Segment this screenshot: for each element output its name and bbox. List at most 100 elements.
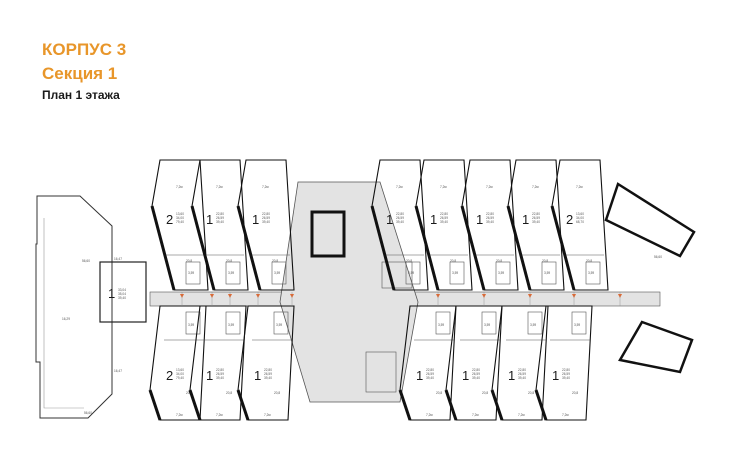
apartment-bottom-thick-wall: [490, 389, 504, 421]
bath-label-top: 3,59: [228, 271, 234, 275]
apartment-bottom-walls: [149, 305, 207, 421]
apartment-bottom-walls: [491, 305, 549, 421]
kitchen-label-top: 20,8: [406, 259, 412, 263]
apartment-top-thick-wall: [414, 205, 440, 291]
apartment-top-thick-wall: [190, 205, 216, 291]
floor-title: План 1 этажа: [42, 88, 120, 102]
kitchen-label-top: 20,8: [226, 259, 232, 263]
apartment-top-rooms: 2: [166, 212, 173, 227]
apartment-top-walls: [507, 159, 565, 291]
apartment-top-walls: [237, 159, 295, 291]
left-apartment-area-2: 35,04: [118, 292, 126, 296]
stair-core: [279, 181, 419, 403]
balcony-label-top: 7,2м: [486, 185, 493, 189]
apartment-top-rooms: 1: [386, 212, 393, 227]
apartment-bottom-area: 39,40: [518, 376, 526, 380]
apartment-top-bath: [271, 261, 287, 285]
balcony-label-top: 7,2м: [440, 185, 447, 189]
apartment-top-area: 39,40: [216, 220, 224, 224]
balcony-label-top: 7,2м: [576, 185, 583, 189]
apartment-bottom-thick-wall: [534, 389, 548, 421]
apartment-bottom-bath: [481, 311, 497, 335]
apartment-top-area: 22,80: [216, 212, 224, 216]
apartment-top-area: 39,40: [440, 220, 448, 224]
apartment-bottom-area: 22,80: [562, 368, 570, 372]
apartment-bottom-bath: [571, 311, 587, 335]
apartment-bottom-walls: [237, 305, 295, 421]
apartment-bottom-area: 26,59: [216, 372, 224, 376]
lounge-label-bottom: 16,47: [114, 369, 122, 373]
utility-room: [381, 261, 413, 289]
apartment-bottom-area: 22,80: [216, 368, 224, 372]
apartment-top-area: 26,59: [440, 216, 448, 220]
kitchen-label-top: 20,8: [542, 259, 548, 263]
apartment-top-area: 34,00: [576, 216, 584, 220]
apartment-top-bath: [405, 261, 421, 285]
apartment-top-thick-wall: [150, 205, 176, 291]
apartment-top-bath: [225, 261, 241, 285]
apartment-top-walls: [461, 159, 519, 291]
bath-label-bottom: 3,59: [188, 323, 194, 327]
apartment-bottom-thick-wall: [444, 389, 458, 421]
apartment-top-rooms: 1: [476, 212, 483, 227]
kitchen-label-top: 20,8: [272, 259, 278, 263]
bath-label-bottom: 3,59: [276, 323, 282, 327]
apartment-top-area: 68,70: [576, 220, 584, 224]
bath-label-top: 3,59: [452, 271, 458, 275]
balcony-label-bottom: 7,2м: [264, 413, 271, 417]
apartment-bottom-rooms: 1: [552, 368, 559, 383]
left-wing-outline: [35, 195, 113, 419]
right-end-wing: [604, 182, 696, 258]
balcony-label-bottom: 7,2м: [518, 413, 525, 417]
apartment-bottom-area: 39,40: [216, 376, 224, 380]
apartment-bottom-area: 22,80: [472, 368, 480, 372]
right-stair: [618, 320, 694, 374]
apartment-bottom-walls: [399, 305, 457, 421]
left-wing-inner: [43, 218, 84, 409]
apartment-bottom-area: 39,40: [264, 376, 272, 380]
apartment-bottom-rooms: 1: [508, 368, 515, 383]
apartment-top-thick-wall: [506, 205, 532, 291]
apartment-bottom-bath: [527, 311, 543, 335]
balcony-label-bottom: 7,2м: [426, 413, 433, 417]
bath-label-top: 3,59: [498, 271, 504, 275]
balcony-label-top: 7,2м: [262, 185, 269, 189]
left-apartment-area-3: 39,40: [118, 296, 126, 300]
apartment-top-thick-wall: [460, 205, 486, 291]
left-lounge-apartment: [99, 261, 147, 323]
balcony-label-top: 7,2м: [216, 185, 223, 189]
apartment-bottom-area: 26,59: [472, 372, 480, 376]
apartment-top-rooms: 1: [206, 212, 213, 227]
apartment-bottom-area: 39,40: [562, 376, 570, 380]
bath-label-bottom: 3,59: [574, 323, 580, 327]
lounge-label-top: 16,47: [114, 257, 122, 261]
apartment-top-area: 26,59: [532, 216, 540, 220]
apartment-top-area: 39,40: [262, 220, 270, 224]
apartment-top-rooms: 1: [522, 212, 529, 227]
apartment-top-area: 22,80: [486, 212, 494, 216]
apartment-top-bath: [585, 261, 601, 285]
balcony-label-top: 7,2м: [532, 185, 539, 189]
apartment-top-area: 26,59: [262, 216, 270, 220]
apartment-top-walls: [191, 159, 249, 291]
balcony-label-bottom: 7,2м: [472, 413, 479, 417]
kitchen-label-bottom: 20,8: [436, 391, 442, 395]
balcony-label-top: 7,2м: [176, 185, 183, 189]
apartment-bottom-rooms: 1: [416, 368, 423, 383]
lobby-room: [365, 351, 397, 393]
apartment-top-area: 26,59: [216, 216, 224, 220]
apartment-top-thick-wall: [370, 205, 396, 291]
left-apartment-number: 1: [108, 286, 115, 301]
apartment-bottom-area: 13,60: [176, 368, 184, 372]
